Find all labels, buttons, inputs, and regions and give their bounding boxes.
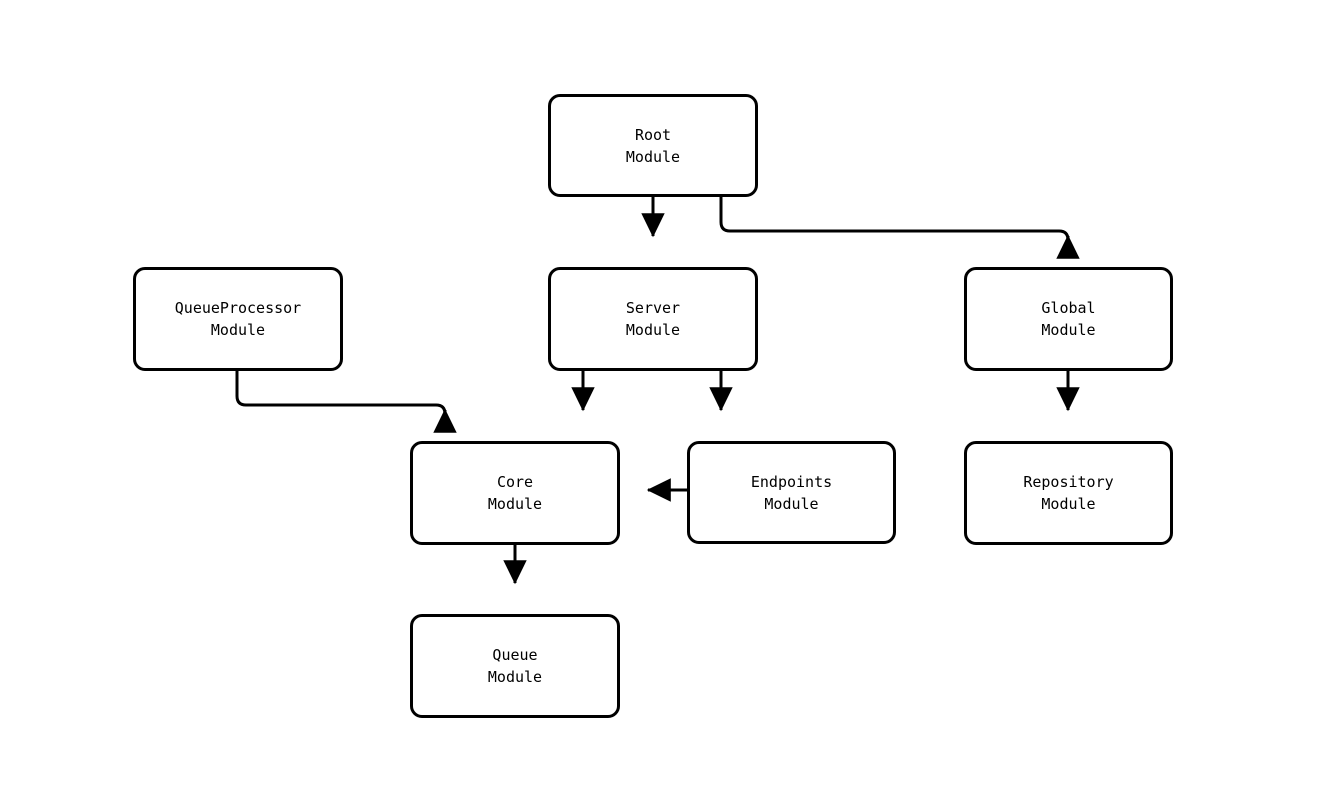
node-endpoints-module-label-line1: Endpoints <box>750 472 833 491</box>
node-repository-module-label-line1: Repository <box>1023 473 1114 491</box>
node-queueprocessor-module-label-line1: QueueProcessor <box>174 299 302 317</box>
node-queue-module[interactable]: Queue Module <box>410 614 620 718</box>
node-queue-module-label-line1: Queue <box>492 646 538 664</box>
edge-queueprocessor-to-core <box>235 371 447 415</box>
node-queue-module-label-line2: Module <box>487 668 543 686</box>
node-global-module-label-line1: Global <box>1041 299 1096 317</box>
node-global-module-label-line2: Module <box>1041 321 1096 339</box>
node-repository-module-label-line2: Module <box>1041 495 1096 513</box>
node-queueprocessor-module[interactable]: QueueProcessor Module <box>133 267 343 371</box>
node-root-module-label-line1: Root <box>634 125 672 144</box>
node-core-module[interactable]: Core Module <box>410 441 620 545</box>
node-root-module-label-line2: Module <box>625 147 681 166</box>
node-server-module[interactable]: Server Module <box>548 267 758 371</box>
node-endpoints-module[interactable]: Endpoints Module <box>687 441 896 544</box>
node-root-module[interactable]: Root Module <box>548 94 758 197</box>
node-core-module-label-line2: Module <box>487 495 543 513</box>
node-server-module-label-line1: Server <box>625 299 681 317</box>
node-server-module-label-line2: Module <box>625 321 681 339</box>
node-global-module[interactable]: Global Module <box>964 267 1173 371</box>
node-queueprocessor-module-label-line2: Module <box>210 321 266 339</box>
edge-root-to-global <box>719 197 1070 241</box>
node-core-module-label-line1: Core <box>496 473 534 491</box>
node-endpoints-module-label-line2: Module <box>764 494 819 513</box>
node-repository-module[interactable]: Repository Module <box>964 441 1173 545</box>
